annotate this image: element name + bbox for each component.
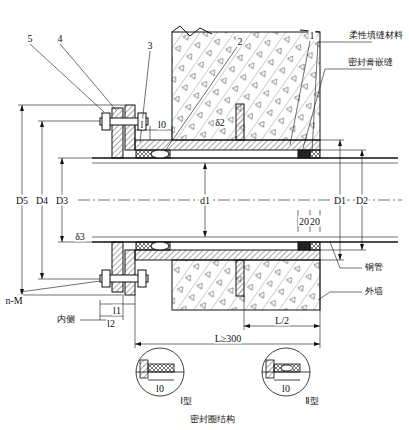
dimension-label: δ3 bbox=[74, 231, 86, 242]
dimension-label: l0 bbox=[157, 119, 167, 130]
section-caption: 密封圈结构 bbox=[189, 415, 236, 425]
bolt-label: n-M bbox=[4, 295, 23, 306]
side-label: 内侧 bbox=[56, 315, 76, 325]
type-label: Ⅰ型 bbox=[179, 397, 193, 407]
part-name: 外墙 bbox=[364, 287, 384, 297]
dimension-label: l0 bbox=[155, 383, 165, 394]
callout-number: 4 bbox=[57, 33, 64, 44]
callout-number: 3 bbox=[147, 40, 154, 51]
dimension-label: l1 bbox=[112, 305, 122, 316]
dimension-label: D2 bbox=[355, 195, 369, 206]
type-label: Ⅱ型 bbox=[304, 397, 319, 407]
dimension-label: D3 bbox=[55, 195, 69, 206]
dimension-label: 20 bbox=[309, 216, 321, 227]
dimension-label: D5 bbox=[15, 195, 29, 206]
dimension-label: l2 bbox=[106, 318, 116, 329]
material-note: 密封膏嵌缝 bbox=[347, 58, 394, 68]
dimension-label: L/2 bbox=[274, 315, 290, 326]
dimension-label: L≥300 bbox=[214, 333, 243, 344]
dimension-label: D1 bbox=[333, 195, 347, 206]
callout-number: 2 bbox=[237, 36, 244, 47]
part-name: 钢管 bbox=[364, 263, 384, 273]
dimension-label: δ2 bbox=[214, 117, 226, 128]
dimension-label: d1 bbox=[199, 195, 211, 206]
callout-number: 1 bbox=[309, 30, 316, 41]
material-note: 柔性填缝材料 bbox=[348, 31, 404, 41]
dimension-label: l bbox=[140, 119, 145, 130]
callout-number: 5 bbox=[27, 33, 34, 44]
dimension-label: l0 bbox=[281, 383, 291, 394]
dimension-label: D4 bbox=[35, 195, 49, 206]
